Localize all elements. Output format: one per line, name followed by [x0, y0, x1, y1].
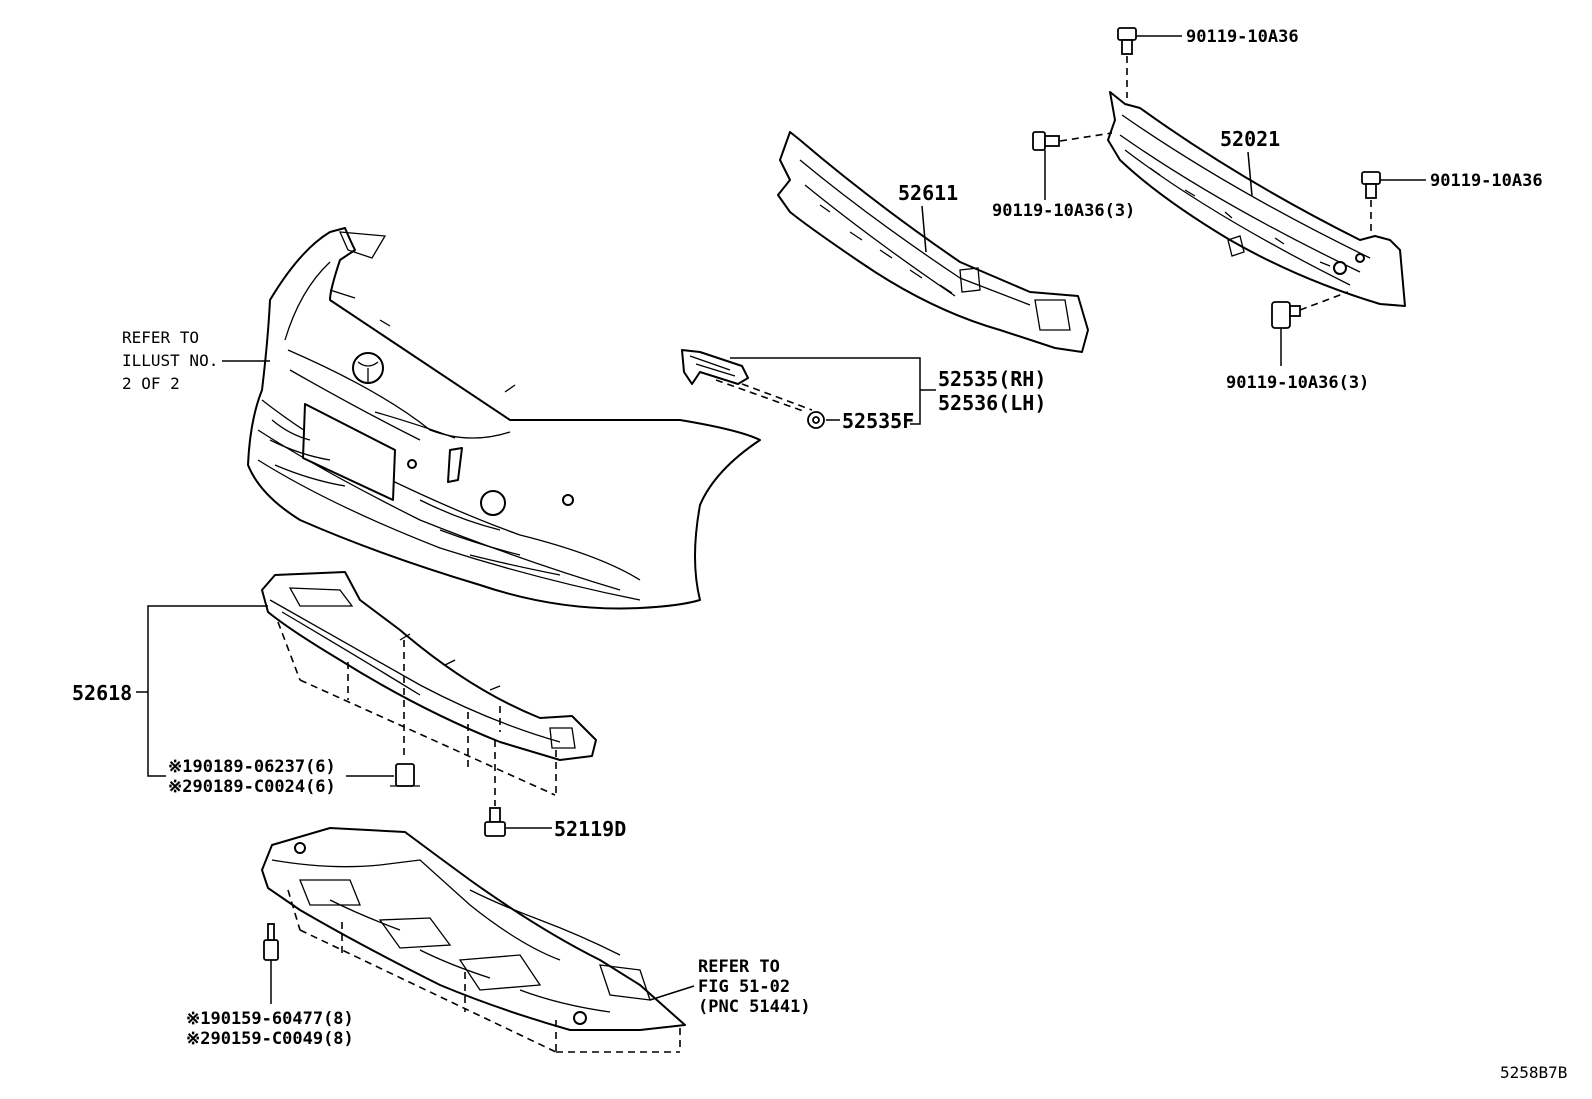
- svg-text:ILLUST NO.: ILLUST NO.: [122, 351, 218, 370]
- label-screw1: ※190159-60477(8): [186, 1009, 354, 1029]
- svg-text:REFER TO: REFER TO: [698, 957, 780, 977]
- diagram-id: 5258B7B: [1500, 1063, 1567, 1082]
- label-52618: 52618: [72, 681, 132, 705]
- label-52611: 52611: [898, 181, 958, 205]
- screw-icon[interactable]: [263, 923, 279, 961]
- label-screw2: ※290159-C0049(8): [186, 1029, 354, 1049]
- bolt-lower-icon[interactable]: [1271, 301, 1301, 329]
- bracket-52535[interactable]: [681, 349, 749, 385]
- lead-52021: [1247, 151, 1253, 197]
- svg-text:(PNC 51441): (PNC 51441): [698, 997, 811, 1017]
- dashed-outline-52618: [277, 621, 557, 796]
- bumper-cover[interactable]: [247, 227, 761, 610]
- nut-52535F-icon[interactable]: [807, 411, 825, 429]
- label-52536: 52536(LH): [938, 391, 1046, 415]
- bolt-right-icon[interactable]: [1361, 171, 1381, 199]
- label-52535F: 52535F: [842, 409, 914, 433]
- label-52535: 52535(RH): [938, 367, 1046, 391]
- svg-text:REFER TO: REFER TO: [122, 328, 199, 347]
- label-bolt-left3: 90119-10A36(3): [992, 201, 1135, 221]
- absorber-52611[interactable]: [777, 131, 1089, 353]
- svg-text:FIG 51-02: FIG 51-02: [698, 977, 790, 997]
- bolt-52119D-icon[interactable]: [484, 807, 506, 837]
- engine-under-cover[interactable]: [261, 827, 686, 1031]
- clip-icon[interactable]: [390, 763, 420, 787]
- ref-illust-note: REFER TO ILLUST NO. 2 OF 2: [122, 328, 270, 393]
- label-clip2: ※290189-C0024(6): [168, 777, 336, 797]
- lead-52611: [921, 205, 927, 253]
- label-52119D: 52119D: [554, 817, 626, 841]
- svg-text:2 OF 2: 2 OF 2: [122, 374, 180, 393]
- ref-fig-note: REFER TO FIG 51-02 (PNC 51441): [649, 957, 811, 1017]
- dashed-outline-under-cover: [287, 889, 681, 1053]
- label-52021: 52021: [1220, 127, 1280, 151]
- label-bolt-top: 90119-10A36: [1186, 27, 1299, 47]
- bolt-top-icon[interactable]: [1117, 27, 1137, 55]
- absorber-52618[interactable]: [261, 571, 597, 761]
- reinforcement-52021[interactable]: [1107, 91, 1406, 307]
- label-bolt-right: 90119-10A36: [1430, 171, 1543, 191]
- bolt-left-icon[interactable]: [1032, 131, 1060, 151]
- label-bolt-low3: 90119-10A36(3): [1226, 373, 1369, 393]
- label-clip1: ※190189-06237(6): [168, 757, 336, 777]
